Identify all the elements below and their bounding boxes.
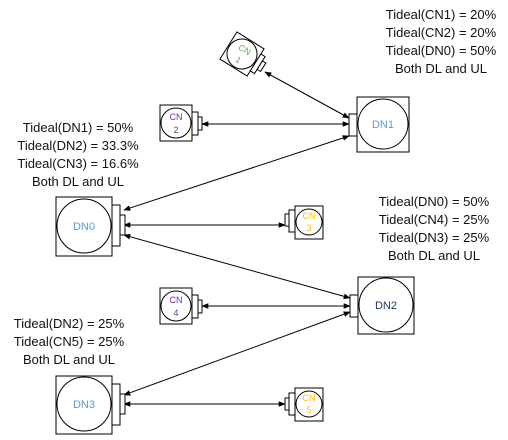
- cn4-label-top: CN: [170, 295, 183, 305]
- dn0-annotation-line: Tideal(DN1) = 50%: [22, 120, 134, 135]
- cn1-label-num: 1: [234, 54, 244, 65]
- link-dn3-dn2: [123, 311, 351, 396]
- dn1-annotation-line: Tideal(CN1) = 20%: [385, 7, 497, 22]
- dn1-node: DN1: [348, 96, 410, 153]
- dn0-label: DN0: [73, 221, 95, 233]
- dn2-label: DN2: [375, 300, 397, 312]
- dn0-node: DN0: [55, 196, 126, 257]
- dn0-annotation-line: Tideal(DN2) = 33.3%: [17, 138, 139, 153]
- dn2-annotation: Tideal(DN0) = 50% Tideal(CN4) = 25% Tide…: [369, 193, 499, 265]
- cn2-label-num: 2: [173, 125, 178, 135]
- dn3-annotation-line: Both DL and UL: [22, 352, 116, 367]
- link-dn0-dn1: [123, 135, 350, 211]
- dn3-annotation-line: Tideal(DN2) = 25%: [13, 316, 125, 331]
- dn1-annotation-line: Tideal(CN2) = 20%: [385, 25, 497, 40]
- dn2-annotation-line: Tideal(DN0) = 50%: [378, 194, 490, 209]
- dn0-annotation-line: Tideal(CN3) = 16.6%: [17, 156, 139, 171]
- cn5-node: CN 5: [284, 387, 324, 422]
- cn2-label-top: CN: [170, 112, 183, 122]
- dn0-annotation-line: Both DL and UL: [31, 174, 125, 189]
- links: [123, 71, 351, 407]
- cn3-node: CN 3: [284, 205, 324, 240]
- cn5-label-num: 5: [306, 405, 311, 415]
- cn2-node: CN 2: [159, 104, 203, 142]
- link-dn0-dn2: [123, 233, 351, 300]
- cn5-label-top: CN: [303, 393, 316, 403]
- cn3-label-top: CN: [303, 211, 316, 221]
- dn1-annotation: Tideal(CN1) = 20% Tideal(CN2) = 20% Tide…: [376, 6, 506, 78]
- dn3-annotation-line: Tideal(CN5) = 25%: [13, 334, 125, 349]
- dn0-annotation: Tideal(DN1) = 50% Tideal(DN2) = 33.3% Ti…: [8, 119, 148, 191]
- dn2-node: DN2: [349, 276, 415, 335]
- cn4-label-num: 4: [173, 308, 178, 318]
- dn1-annotation-line: Both DL and UL: [394, 61, 488, 76]
- cn1-node: CN 1: [219, 31, 267, 77]
- dn3-label: DN3: [73, 399, 95, 411]
- dn2-annotation-line: Tideal(DN3) = 25%: [378, 230, 490, 245]
- cn4-node: CN 4: [159, 287, 203, 325]
- dn1-label: DN1: [372, 119, 394, 131]
- dn3-annotation: Tideal(DN2) = 25% Tideal(CN5) = 25% Both…: [4, 315, 134, 369]
- dn3-node: DN3: [55, 375, 126, 435]
- link-cn1-dn1: [264, 71, 350, 119]
- cn3-label-num: 3: [306, 223, 311, 233]
- dn1-annotation-line: Tideal(DN0) = 50%: [385, 43, 497, 58]
- dn2-annotation-line: Both DL and UL: [387, 248, 481, 263]
- dn2-annotation-line: Tideal(CN4) = 25%: [378, 212, 490, 227]
